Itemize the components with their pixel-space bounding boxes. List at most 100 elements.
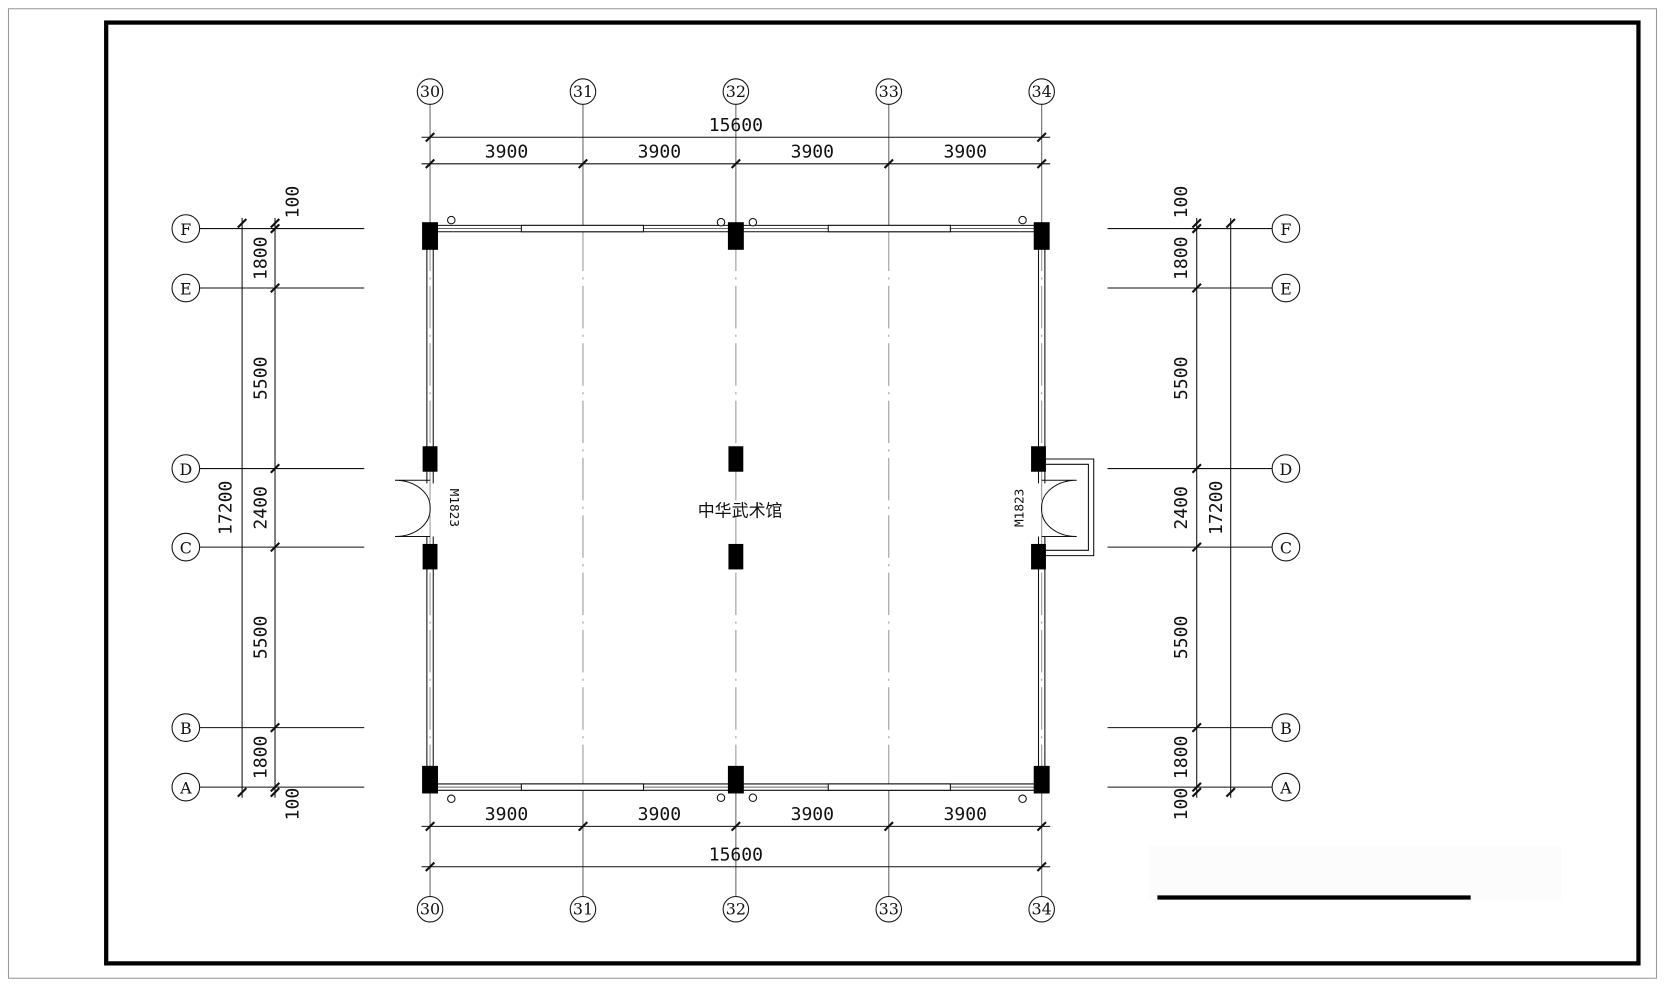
dimension-tick xyxy=(270,463,281,474)
axis-bubble xyxy=(1271,772,1301,802)
dimension-tick xyxy=(270,542,281,553)
dimension-tick xyxy=(425,861,436,872)
column xyxy=(422,222,439,250)
axis-label-D: D xyxy=(1280,460,1293,479)
column xyxy=(727,765,744,794)
dimension-tick xyxy=(270,283,281,294)
left-bay-dim: 5500 xyxy=(251,357,272,400)
left-bay-dim: 2400 xyxy=(251,486,272,529)
axis-label-A: A xyxy=(1279,778,1292,797)
dimension-tick xyxy=(1036,821,1047,832)
axis-bubble xyxy=(722,78,750,105)
column xyxy=(1031,446,1046,472)
column-marker xyxy=(716,217,726,227)
title-block xyxy=(1148,845,1561,901)
dimension-tick xyxy=(425,132,436,143)
room-label: 中华武术馆 xyxy=(698,501,783,521)
dimension-tick xyxy=(270,223,281,234)
axis-bubble xyxy=(569,78,597,105)
axis-bubble xyxy=(1271,214,1301,243)
column xyxy=(422,765,439,794)
axis-bubble xyxy=(171,273,201,303)
column-marker xyxy=(1018,794,1027,804)
axis-bubble xyxy=(171,454,201,483)
left-offset-dim: 100 xyxy=(282,186,303,219)
door-left-swing xyxy=(395,479,431,538)
column xyxy=(1031,543,1046,570)
dimension-tick xyxy=(1225,787,1236,798)
axis-bubble xyxy=(171,713,201,742)
axis-bubble xyxy=(1271,532,1301,562)
column-marker xyxy=(447,215,456,225)
dimension-tick xyxy=(577,821,588,832)
axis-bubble xyxy=(722,895,750,923)
top-total-dim: 15600 xyxy=(709,115,763,136)
axis-bubble xyxy=(569,895,597,923)
axis-label-B: B xyxy=(180,719,192,738)
top-bay-dim: 3900 xyxy=(791,141,834,162)
dimension-tick xyxy=(1036,861,1047,872)
dimension-tick xyxy=(425,158,436,169)
axis-label-34: 34 xyxy=(1032,82,1052,101)
dimension-tick xyxy=(730,158,741,169)
axis-label-C: C xyxy=(180,538,192,557)
column xyxy=(422,543,438,570)
column-marker xyxy=(748,793,758,802)
axis-label-C: C xyxy=(1280,538,1292,557)
axis-bubble xyxy=(1028,78,1055,105)
dimension-tick xyxy=(1191,223,1202,234)
column-marker xyxy=(1018,215,1027,225)
axis-label-34: 34 xyxy=(1032,900,1052,919)
left-bay-dim: 5500 xyxy=(251,616,272,659)
axis-bubble xyxy=(416,895,444,923)
axis-label-31: 31 xyxy=(573,900,593,919)
bottom-bay-dim: 3900 xyxy=(943,804,986,825)
bottom-bay-dim: 3900 xyxy=(638,804,681,825)
dimension-tick xyxy=(1191,782,1202,793)
door-label-right: M1823 xyxy=(1013,489,1028,527)
axis-bubble xyxy=(875,78,903,105)
dimension-tick xyxy=(1191,463,1202,474)
dimension-tick xyxy=(270,782,281,793)
right-bay-dim: 1800 xyxy=(1171,237,1192,280)
dimension-tick xyxy=(883,821,894,832)
bottom-total-dim: 15600 xyxy=(709,844,763,865)
axis-bubble xyxy=(1271,273,1301,303)
dimension-tick xyxy=(237,787,248,798)
dimension-tick xyxy=(577,158,588,169)
top-bay-dim: 3900 xyxy=(943,141,986,162)
axis-bubble xyxy=(171,214,201,243)
right-bay-dim: 5500 xyxy=(1171,616,1192,659)
top-bay-dim: 3900 xyxy=(485,141,528,162)
dimension-tick xyxy=(270,722,281,733)
dimension-tick xyxy=(883,158,894,169)
axis-label-F: F xyxy=(180,220,191,239)
axis-label-33: 33 xyxy=(879,900,899,919)
axis-label-F: F xyxy=(1280,220,1291,239)
right-total-dim: 17200 xyxy=(1206,481,1227,535)
sheet-border xyxy=(7,8,1658,979)
axis-label-D: D xyxy=(179,460,192,479)
right-bay-dim: 2400 xyxy=(1171,486,1192,529)
axis-bubble xyxy=(1271,454,1301,483)
column-marker xyxy=(447,794,456,804)
right-bay-dim: 1800 xyxy=(1171,736,1192,779)
column-marker xyxy=(716,793,726,802)
right-offset-dim: 100 xyxy=(1171,186,1192,219)
dimension-tick xyxy=(1191,542,1202,553)
top-bay-dim: 3900 xyxy=(638,141,681,162)
axis-label-32: 32 xyxy=(726,82,746,101)
dimension-tick xyxy=(1191,218,1202,229)
right-offset-dim: 100 xyxy=(1171,788,1192,821)
dimension-tick xyxy=(270,218,281,229)
dimension-tick xyxy=(730,821,741,832)
column xyxy=(422,446,438,472)
axis-label-30: 30 xyxy=(420,900,440,919)
door-label-left: M1823 xyxy=(446,489,461,527)
axis-bubble xyxy=(171,772,201,802)
axis-label-B: B xyxy=(1280,719,1292,738)
dimension-tick xyxy=(425,821,436,832)
axis-label-33: 33 xyxy=(879,82,899,101)
